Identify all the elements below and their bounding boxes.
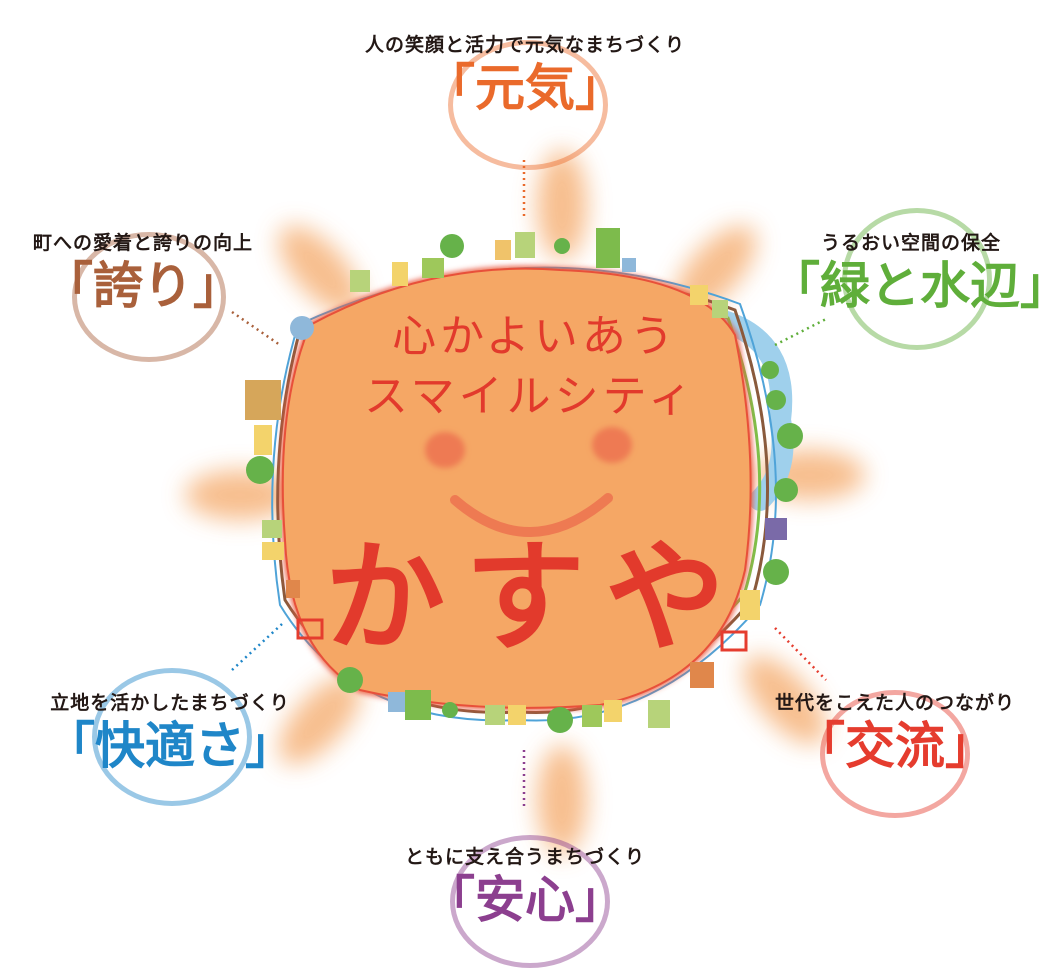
left-cheek [425, 432, 465, 468]
building [245, 380, 281, 420]
slogan-line-1: 心かよいあう [392, 311, 678, 362]
ring-hokori [72, 232, 226, 362]
theme-description: 立地を活かしたまちづくり [50, 692, 290, 714]
ring-midori [842, 208, 992, 350]
theme-description: 人の笑顔と活力で元気なまちづくり [364, 34, 685, 56]
building [582, 705, 602, 727]
connector-hokori [231, 310, 281, 347]
tree [766, 390, 786, 410]
building [515, 232, 535, 258]
theme-description: 町への愛着と誇りの向上 [32, 232, 253, 254]
sun-ray-bottom-left [278, 675, 362, 765]
torii [720, 630, 748, 652]
building [648, 700, 670, 728]
tree [547, 707, 573, 733]
connector-midori [774, 316, 829, 347]
building [604, 700, 622, 722]
theme-keyword: 「快適さ」 [45, 717, 295, 775]
town-decorations [245, 228, 803, 733]
theme-anshin: ともに支え合うまちづくり 「安心」 [340, 842, 710, 925]
tree [337, 667, 363, 693]
sun-face [425, 427, 632, 537]
building [286, 580, 300, 598]
torii [296, 618, 324, 640]
theme-keyword: 「安心」 [425, 871, 625, 929]
theme-keyword: 「緑と水辺」 [770, 257, 1052, 315]
building [712, 300, 728, 318]
building [262, 520, 282, 538]
building [422, 258, 444, 278]
tree [246, 456, 274, 484]
city-name: かすや [325, 529, 745, 668]
building [495, 240, 511, 260]
building [262, 542, 284, 560]
tree [774, 478, 798, 502]
ring-koryu [820, 690, 970, 818]
building [350, 270, 370, 292]
tree [554, 238, 570, 254]
sun-ray-top [537, 150, 587, 260]
theme-genki: 人の笑顔と活力で元気なまちづくり 「元気」 [300, 30, 750, 113]
dome [290, 316, 314, 340]
ring-kaiteki [92, 668, 252, 806]
theme-keyword: 「交流」 [795, 717, 995, 775]
building [388, 692, 406, 712]
tree [442, 702, 458, 718]
theme-midori: うるおい空間の保全 「緑と水辺」 [770, 228, 1052, 311]
building [254, 425, 272, 455]
building [690, 662, 714, 688]
sun-ray-bottom [537, 745, 587, 855]
smile [450, 493, 613, 537]
sun-ray-left [185, 470, 295, 520]
building [485, 705, 505, 725]
sun-ray-bottom-right [743, 655, 827, 745]
building [405, 690, 431, 720]
building [508, 705, 526, 725]
connector-koryu [774, 627, 827, 681]
connectors [231, 160, 829, 808]
building [596, 228, 620, 268]
sun-ray-top-left [278, 225, 362, 315]
theme-description: うるおい空間の保全 [820, 232, 1001, 254]
ring-genki [448, 40, 608, 170]
building [622, 258, 636, 272]
theme-keyword: 「誇り」 [43, 257, 243, 315]
tree [440, 234, 464, 258]
theme-hokori: 町への愛着と誇りの向上 「誇り」 [8, 228, 278, 311]
theme-description: ともに支え合うまちづくり [404, 846, 645, 868]
building [690, 285, 708, 305]
theme-kaiteki: 立地を活かしたまちづくり 「快適さ」 [20, 688, 320, 771]
tree [763, 559, 789, 585]
theme-keyword: 「元気」 [425, 59, 625, 117]
tree [761, 361, 779, 379]
building [392, 262, 408, 286]
slogan-line-2: スマイルシティ [363, 371, 697, 422]
tree [777, 423, 803, 449]
right-cheek [592, 427, 632, 463]
connector-kaiteki [231, 623, 283, 671]
theme-koryu: 世代をこえた人のつながり 「交流」 [740, 688, 1050, 771]
building [765, 518, 787, 540]
theme-description: 世代をこえた人のつながり [774, 692, 1015, 714]
building [740, 590, 760, 620]
